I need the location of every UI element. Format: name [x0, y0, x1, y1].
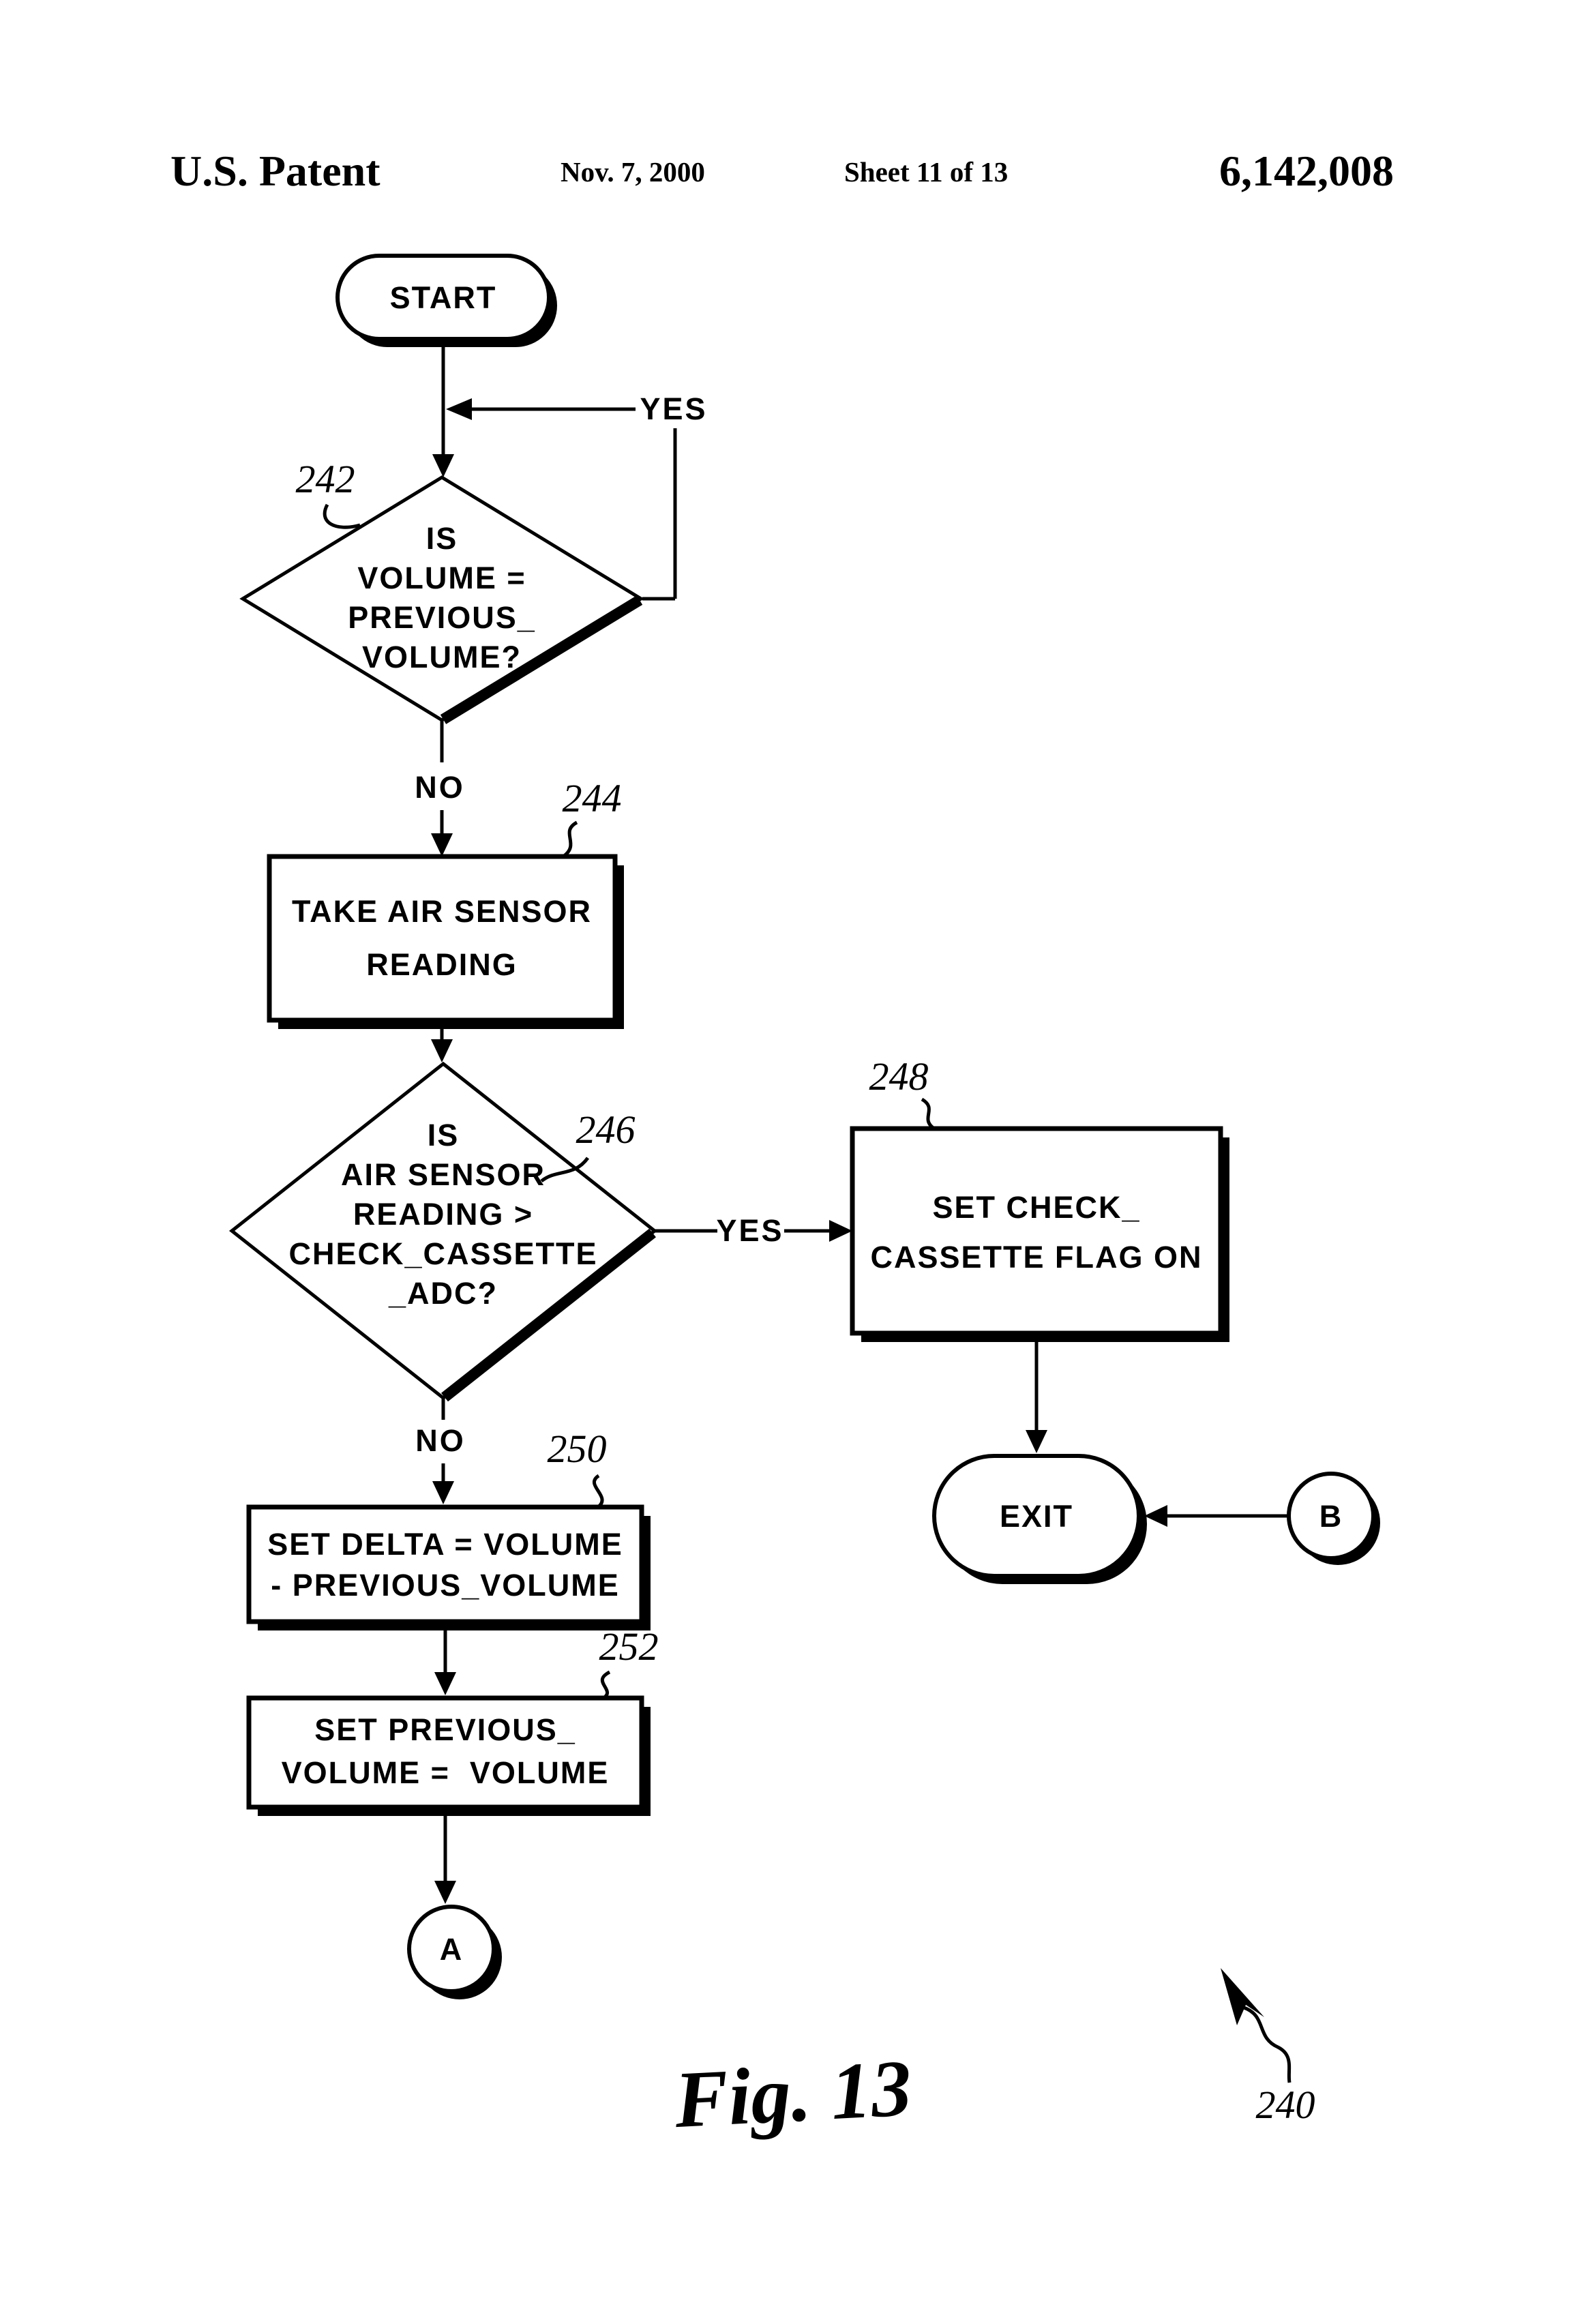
label-246-yes: YES: [716, 1213, 783, 1248]
decision-242-line1: IS: [426, 521, 458, 556]
label-242-no: NO: [415, 770, 465, 805]
decision-246-line5: _ADC?: [388, 1276, 498, 1311]
process-248-line2: CASSETTE FLAG ON: [870, 1240, 1202, 1275]
decision-242-shadow-edge: [440, 595, 643, 724]
exit-terminal: [932, 1454, 1141, 1578]
ref-244: 244: [563, 776, 622, 820]
reference-240-leader: [1243, 2006, 1292, 2083]
exit-label: EXIT: [1000, 1499, 1073, 1534]
arrowhead-into-exit: [1026, 1430, 1047, 1453]
process-250-box: [246, 1504, 644, 1624]
decision-242-line2: VOLUME =: [357, 561, 526, 595]
ref-250-leader: [592, 1474, 604, 1508]
label-246-no: NO: [415, 1423, 466, 1458]
ref-246-leader: [540, 1157, 590, 1183]
decision-242-diamond: [239, 475, 644, 722]
header-patent-label: U.S. Patent: [170, 147, 380, 195]
decision-242-line3: PREVIOUS_: [348, 600, 536, 635]
label-242-yes: YES: [640, 391, 707, 426]
reference-240-arrow-icon: [1221, 1968, 1264, 2025]
connector-a-label: A: [440, 1932, 464, 1967]
ref-244-leader: [562, 820, 578, 859]
arrowhead-into-242: [432, 454, 454, 477]
process-244-line1: TAKE AIR SENSOR: [292, 894, 592, 929]
connector-b-label: B: [1319, 1499, 1343, 1534]
start-label: START: [390, 280, 497, 315]
ref-246: 246: [576, 1107, 636, 1152]
ref-248-leader: [921, 1097, 936, 1131]
decision-246-line2: AIR SENSOR: [341, 1157, 546, 1192]
arrowhead-into-250: [432, 1481, 454, 1504]
process-248-box: [850, 1126, 1223, 1336]
ref-252-leader: [600, 1670, 611, 1700]
header-sheet-number: Sheet 11 of 13: [844, 156, 1008, 188]
figure-caption: Fig. 13: [672, 2043, 914, 2145]
decision-246-shadow-edge: [441, 1228, 656, 1402]
process-252-box: [246, 1695, 644, 1810]
arrowhead-into-246: [431, 1039, 453, 1062]
header-date: Nov. 7, 2000: [561, 156, 705, 188]
process-250-line2: - PREVIOUS_VOLUME: [271, 1568, 620, 1603]
process-250-line1: SET DELTA = VOLUME: [267, 1527, 623, 1562]
header-patent-number: 6,142,008: [1219, 147, 1394, 195]
process-248-line1: SET CHECK_: [932, 1190, 1140, 1225]
ref-240: 240: [1256, 2083, 1315, 2127]
decision-242-line4: VOLUME?: [362, 640, 522, 674]
arrowhead-into-a: [434, 1881, 456, 1904]
decision-246-line3: READING >: [353, 1197, 533, 1232]
arrowhead-b-into-exit: [1144, 1505, 1167, 1527]
connector-a-circle: [407, 1905, 496, 1993]
ref-242-leader: [323, 503, 361, 529]
ref-242: 242: [296, 457, 355, 501]
arrowhead-into-248: [829, 1220, 852, 1242]
arrowhead-into-244: [431, 833, 453, 856]
process-252-line2: VOLUME = VOLUME: [282, 1755, 610, 1790]
ref-250: 250: [548, 1427, 607, 1471]
process-252-line1: SET PREVIOUS_: [314, 1712, 576, 1747]
ref-252: 252: [599, 1624, 659, 1669]
decision-246-line4: CHECK_CASSETTE: [288, 1236, 597, 1271]
process-244-line2: READING: [366, 947, 518, 982]
decision-246-line1: IS: [428, 1118, 460, 1152]
ref-248: 248: [869, 1054, 929, 1099]
arrowhead-yes-loop: [446, 398, 472, 420]
process-244-box: [267, 854, 618, 1023]
arrowhead-into-252: [434, 1672, 456, 1695]
